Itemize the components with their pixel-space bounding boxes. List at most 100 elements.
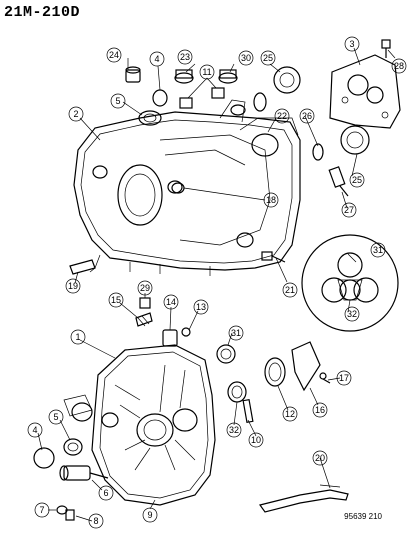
svg-text:15: 15 <box>111 295 121 305</box>
bolt-28 <box>381 39 391 58</box>
callout-22: 22 <box>274 108 290 124</box>
callout-4-upper: 4 <box>149 51 165 67</box>
callout-25-upper: 25 <box>260 50 276 66</box>
svg-text:20: 20 <box>315 453 325 463</box>
seal-32-lower <box>227 381 247 403</box>
svg-text:9: 9 <box>147 510 152 520</box>
speed-sensor-27 <box>328 166 349 197</box>
callout-32-lower: 32 <box>226 422 242 438</box>
svg-text:14: 14 <box>166 297 176 307</box>
detail-inset-circle <box>301 234 399 332</box>
snap-ring-26 <box>253 92 267 112</box>
o-ring-4-lower <box>33 447 55 469</box>
svg-text:8: 8 <box>93 516 98 526</box>
callout-20: 20 <box>312 450 328 466</box>
callout-19: 19 <box>65 278 81 294</box>
svg-text:2: 2 <box>73 109 78 119</box>
seal-31-lower <box>216 344 236 364</box>
bearing-cup-12 <box>264 357 286 387</box>
clutch-housing-lower <box>63 344 216 506</box>
callout-18: 18 <box>263 192 279 208</box>
svg-text:4: 4 <box>154 54 159 64</box>
callout-16: 16 <box>312 402 328 418</box>
tag-19 <box>69 259 96 275</box>
spring-15 <box>135 312 153 327</box>
dowel-10 <box>242 398 254 424</box>
callout-5-lower: 5 <box>48 409 64 425</box>
svg-text:19: 19 <box>68 281 78 291</box>
figure-code: 95639 210 <box>344 512 382 521</box>
svg-text:28: 28 <box>394 61 404 71</box>
callout-9: 9 <box>142 507 158 523</box>
svg-text:29: 29 <box>140 283 150 293</box>
callout-13: 13 <box>193 299 209 315</box>
svg-text:16: 16 <box>315 405 325 415</box>
callout-7: 7 <box>34 502 50 518</box>
svg-text:31: 31 <box>231 328 241 338</box>
bolt-8 <box>65 509 75 521</box>
callout-23: 23 <box>177 49 193 65</box>
callout-21: 21 <box>282 282 298 298</box>
svg-text:5: 5 <box>53 412 58 422</box>
svg-text:6: 6 <box>103 488 108 498</box>
diagram-reference-number: 21M-210D <box>4 4 81 21</box>
svg-text:4: 4 <box>32 425 37 435</box>
callout-4-lower: 4 <box>27 422 43 438</box>
leader-lines <box>37 47 396 522</box>
svg-text:25: 25 <box>263 53 273 63</box>
axle-seal-6 <box>59 465 109 481</box>
shift-lever-20 <box>258 484 349 513</box>
callout-12: 12 <box>282 406 298 422</box>
svg-text:22: 22 <box>277 111 287 121</box>
callout-1: 1 <box>70 329 86 345</box>
svg-text:32: 32 <box>347 309 357 319</box>
screw-17 <box>319 372 331 384</box>
callout-29: 29 <box>137 280 153 296</box>
plug-29 <box>139 297 151 309</box>
transaxle-case-upper <box>73 99 301 276</box>
callout-6: 6 <box>98 485 114 501</box>
callout-25-lower: 25 <box>349 172 365 188</box>
seal-5-upper <box>138 110 162 126</box>
svg-text:12: 12 <box>285 409 295 419</box>
sleeve-14 <box>162 329 178 347</box>
callout-17: 17 <box>336 370 352 386</box>
svg-text:21: 21 <box>285 285 295 295</box>
o-ring-4-upper <box>152 89 168 107</box>
seal-25-upper <box>273 66 301 94</box>
svg-text:13: 13 <box>196 302 206 312</box>
callout-28: 28 <box>391 58 407 74</box>
ring-26-lower <box>312 143 324 161</box>
callout-10: 10 <box>248 432 264 448</box>
callout-26: 26 <box>299 108 315 124</box>
callout-14: 14 <box>163 294 179 310</box>
callout-labels: 1 2 3 4 4 5 5 6 7 8 9 10 11 12 13 14 15 … <box>27 36 407 529</box>
svg-text:27: 27 <box>344 205 354 215</box>
svg-text:10: 10 <box>251 435 261 445</box>
callout-5-upper: 5 <box>110 93 126 109</box>
svg-text:11: 11 <box>202 67 211 77</box>
bushing-11 <box>179 87 225 109</box>
callout-32-inset: 32 <box>344 306 360 322</box>
svg-text:1: 1 <box>75 332 80 342</box>
plug-23 <box>174 69 194 84</box>
cover-plate-3 <box>329 54 401 129</box>
plug-30 <box>218 69 238 84</box>
svg-text:25: 25 <box>352 175 362 185</box>
callout-8: 8 <box>88 513 104 529</box>
svg-text:26: 26 <box>302 111 312 121</box>
callout-15: 15 <box>108 292 124 308</box>
callout-3: 3 <box>344 36 360 52</box>
seal-25-lower <box>340 125 370 155</box>
callout-30: 30 <box>238 50 254 66</box>
callout-31-lower: 31 <box>228 325 244 341</box>
plug-24 <box>125 66 141 83</box>
callout-2: 2 <box>68 106 84 122</box>
callout-11: 11 <box>199 64 215 80</box>
callout-27: 27 <box>341 202 357 218</box>
bolt-21 <box>261 251 286 263</box>
svg-text:24: 24 <box>109 50 119 60</box>
svg-text:18: 18 <box>266 195 276 205</box>
svg-text:17: 17 <box>339 373 349 383</box>
